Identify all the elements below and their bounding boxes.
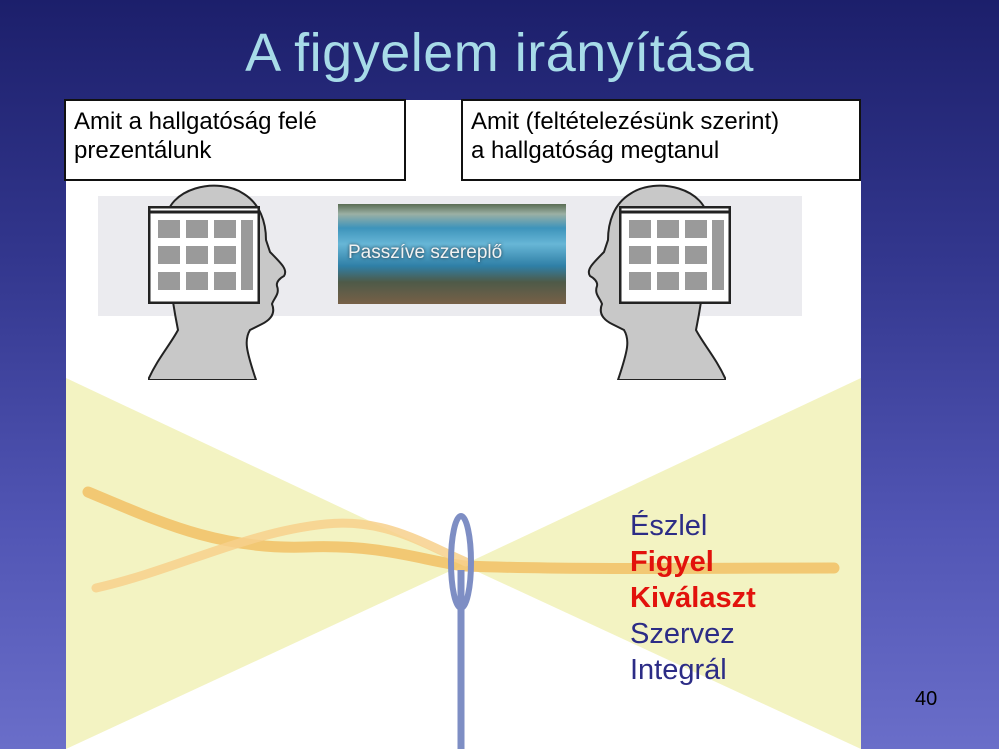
learned-callout: Amit (feltételezésünk szerint) a hallgat… [461, 99, 861, 181]
page-number: 40 [915, 688, 938, 710]
attention-funnel-graphic [66, 378, 861, 749]
step-organize: Szervez [630, 618, 735, 650]
learned-callout-line-2: a hallgatóság megtanul [471, 137, 720, 164]
presented-callout-line-1: Amit a hallgatóság felé [74, 108, 317, 135]
thread-upper-strand [82, 486, 840, 574]
photo-caption: Passzíve szereplő [348, 242, 503, 263]
presented-callout-line-2: prezentálunk [74, 137, 212, 164]
slide-title: A figyelem irányítása [245, 23, 754, 83]
left-attention-cone [66, 378, 463, 749]
pipeline-photo: Passzíve szereplő [338, 204, 566, 304]
step-perceive: Észlel [630, 510, 708, 542]
process-steps-list: Észlel Figyel Kiválaszt Szervez Integrál [630, 508, 756, 688]
presented-callout: Amit a hallgatóság felé prezentálunk [64, 99, 406, 181]
learned-callout-line-1: Amit (feltételezésünk szerint) [471, 108, 780, 135]
right-slide-grid-icon [619, 206, 731, 304]
step-select: Kiválaszt [630, 582, 756, 614]
step-attend: Figyel [630, 546, 714, 578]
left-slide-grid-icon [148, 206, 260, 304]
step-integrate: Integrál [630, 654, 727, 686]
diagram-panel: Passzíve szereplő [66, 100, 861, 749]
needle-eye [448, 513, 474, 611]
thread-lower-strand [91, 518, 471, 593]
